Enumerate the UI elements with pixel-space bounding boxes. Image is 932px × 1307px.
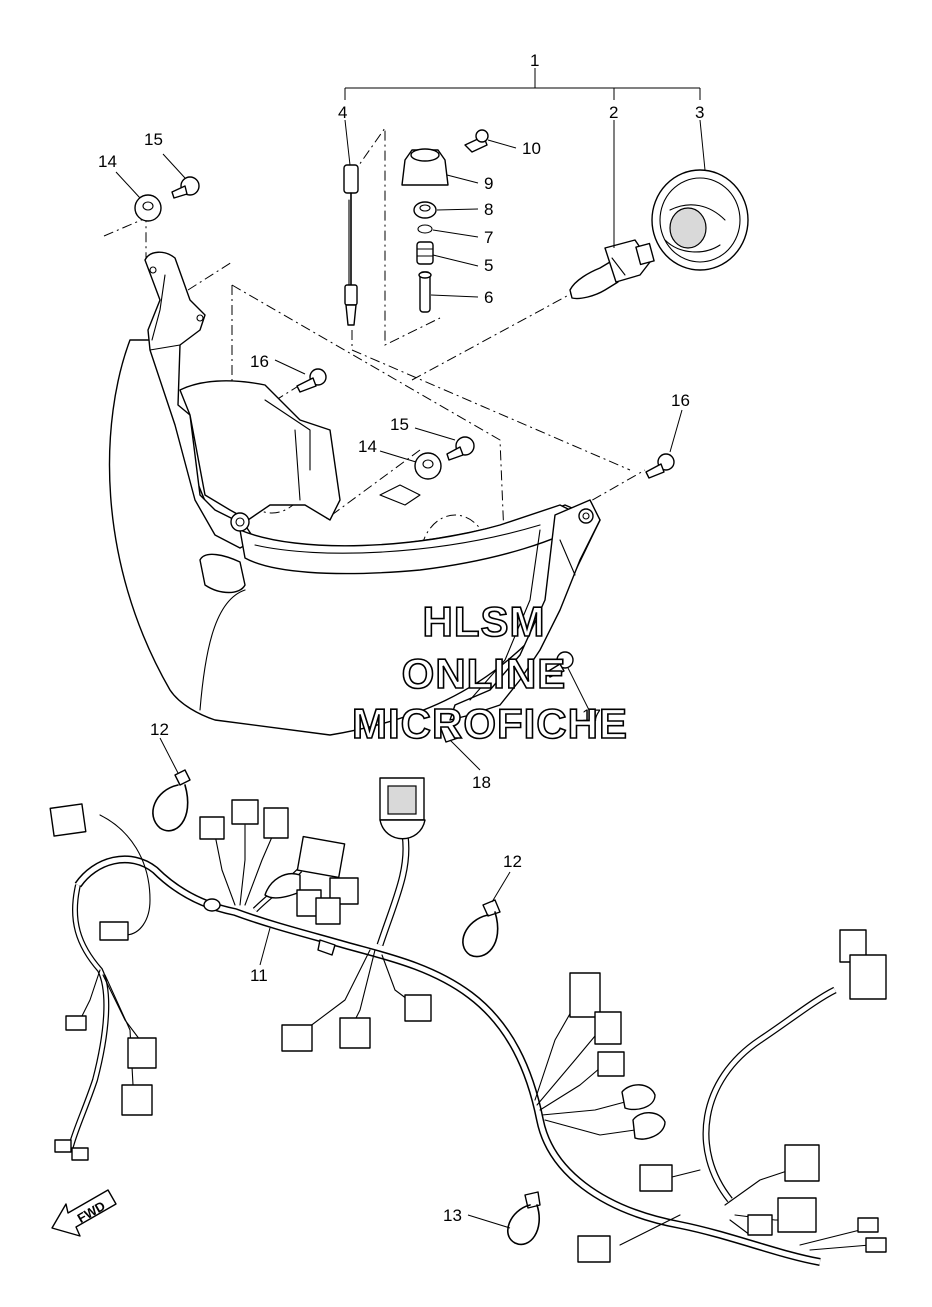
- callout-4: 4: [338, 103, 347, 122]
- fasteners: [134, 176, 675, 743]
- callout-numbers: 1 2 3 4 5 6 7 8 9 10 11 12 12 13 14 14 1…: [98, 51, 704, 1225]
- wire-harness: [67, 814, 871, 1266]
- callout-7: 7: [484, 228, 493, 247]
- leader-lines: [115, 119, 706, 1229]
- watermark-line-3: MICROFICHE: [352, 700, 628, 747]
- callout-6: 6: [484, 288, 493, 307]
- callout-1: 1: [530, 51, 539, 70]
- callout-14-center: 14: [358, 437, 377, 456]
- callout-12-left: 12: [150, 720, 169, 739]
- watermark-line-2: ONLINE: [402, 650, 567, 697]
- callout-17: 17: [582, 706, 601, 725]
- callout-11: 11: [250, 966, 268, 985]
- callout-3: 3: [695, 103, 704, 122]
- group-bracket: [344, 68, 701, 100]
- watermark-line-1: HLSM: [423, 598, 546, 645]
- callout-12-right: 12: [503, 852, 522, 871]
- socket-cord: [343, 164, 359, 326]
- headlight-housing: [108, 251, 601, 736]
- callout-2: 2: [609, 103, 618, 122]
- callout-13: 13: [443, 1206, 462, 1225]
- harness-connectors: [49, 777, 887, 1263]
- callout-9: 9: [484, 174, 493, 193]
- callout-15-top: 15: [144, 130, 163, 149]
- callout-16-right: 16: [671, 391, 690, 410]
- cable-bands: [152, 769, 541, 1246]
- bulb-cover: [651, 169, 749, 271]
- callout-10: 10: [522, 139, 541, 158]
- callout-16-left: 16: [250, 352, 269, 371]
- callout-5: 5: [484, 256, 493, 275]
- callout-15-center: 15: [390, 415, 409, 434]
- adjuster-parts: [401, 129, 489, 313]
- callout-8: 8: [484, 200, 493, 219]
- callout-14-top: 14: [98, 152, 117, 171]
- callout-18: 18: [472, 773, 491, 792]
- headlight-bulb: [569, 239, 655, 300]
- watermark: HLSM ONLINE MICROFICHE: [351, 597, 628, 748]
- fwd-arrow: FWD: [51, 1189, 117, 1237]
